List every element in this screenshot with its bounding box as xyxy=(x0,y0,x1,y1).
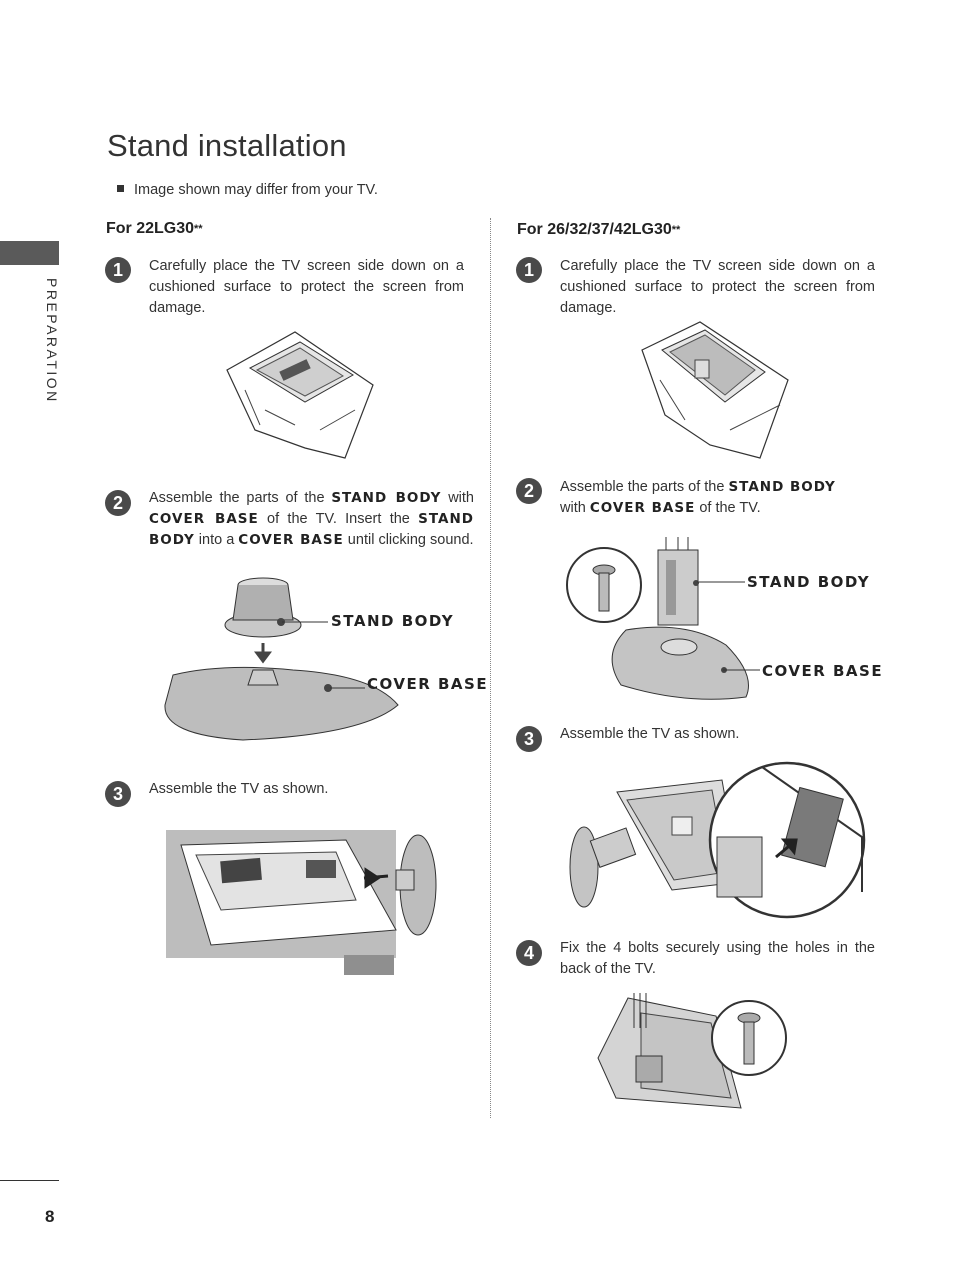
left-tv-attach-illustration xyxy=(166,830,437,975)
left-step-2-badge: 2 xyxy=(105,490,131,516)
text-run: of the TV. xyxy=(695,500,761,516)
text-run: Assemble the parts of the xyxy=(149,490,332,506)
left-stand-body-label: STAND BODY xyxy=(331,612,455,630)
keyword-stand-body: STAND BODY xyxy=(728,479,836,495)
right-leader-lines xyxy=(697,581,760,671)
left-step-2-text: Assemble the parts of the STAND BODY wit… xyxy=(149,488,474,551)
keyword-cover-base: COVER BASE xyxy=(149,511,259,527)
right-step-3-badge: 3 xyxy=(516,726,542,752)
section-tab xyxy=(0,241,59,265)
left-cover-base-label: COVER BASE xyxy=(367,675,489,693)
right-tv-attach-illustration xyxy=(569,761,866,919)
right-step-4-badge: 4 xyxy=(516,940,542,966)
left-leader-lines xyxy=(282,621,365,689)
text-run: with xyxy=(560,500,590,516)
right-model-heading: For 26/32/37/42LG30** xyxy=(517,221,680,239)
section-label: PREPARATION xyxy=(44,278,60,404)
right-stand-body-label: STAND BODY xyxy=(747,573,871,591)
text-run: until clicking sound. xyxy=(343,532,474,548)
left-step-3-text: Assemble the TV as shown. xyxy=(149,781,329,797)
footer-rule xyxy=(0,1180,59,1181)
keyword-cover-base: COVER BASE xyxy=(238,532,344,548)
left-step-1-text: Carefully place the TV screen side down … xyxy=(149,258,464,316)
note: Image shown may differ from your TV. xyxy=(117,182,378,198)
text-run: with xyxy=(441,490,474,506)
left-model-name: For 22LG30 xyxy=(106,220,195,237)
left-step-1-badge: 1 xyxy=(105,257,131,283)
right-model-suffix: ** xyxy=(671,224,681,236)
text-run: Assemble the parts of the xyxy=(560,479,729,495)
left-model-heading: For 22LG30** xyxy=(106,220,203,238)
keyword-stand-body: STAND BODY xyxy=(149,511,474,548)
keyword-cover-base: COVER BASE xyxy=(589,500,696,516)
right-tv-on-cushion-illustration xyxy=(641,321,789,459)
right-step-3-text: Assemble the TV as shown. xyxy=(560,726,740,742)
right-step-1-badge: 1 xyxy=(516,257,542,283)
left-tv-on-cushion-illustration xyxy=(226,331,374,459)
column-divider xyxy=(490,218,491,1118)
page-title: Stand installation xyxy=(107,128,347,163)
right-model-name: For 26/32/37/42LG30 xyxy=(517,221,672,238)
left-model-suffix: ** xyxy=(194,223,203,235)
right-step-2-badge: 2 xyxy=(516,478,542,504)
right-cover-base-label: COVER BASE xyxy=(762,662,884,680)
bullet-square-icon xyxy=(117,185,124,192)
left-step-3-badge: 3 xyxy=(105,781,131,807)
right-stand-assembly-illustration xyxy=(566,537,749,700)
right-step-4-text: Fix the 4 bolts securely using the holes… xyxy=(560,940,875,977)
text-run: into a xyxy=(194,532,239,548)
page-number: 8 xyxy=(45,1207,55,1226)
right-step-2-text: Assemble the parts of the STAND BODY wit… xyxy=(560,477,875,519)
text-run: of the TV. Insert the xyxy=(258,511,419,527)
left-stand-assembly-illustration xyxy=(164,577,399,741)
note-text: Image shown may differ from your TV. xyxy=(134,182,378,198)
right-step-1-text: Carefully place the TV screen side down … xyxy=(560,258,875,316)
keyword-stand-body: STAND BODY xyxy=(331,490,442,506)
right-bolt-fix-illustration xyxy=(597,993,787,1109)
